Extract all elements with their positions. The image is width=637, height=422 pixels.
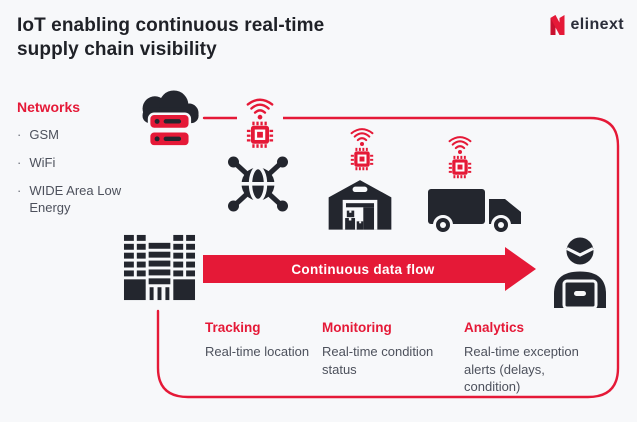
continuous-data-flow-arrow: Continuous data flow [203, 247, 536, 291]
arrow-body [203, 255, 505, 283]
city-buildings-icon [123, 234, 196, 301]
truck-icon [428, 189, 521, 235]
monitoring-body: Real-time condition status [322, 344, 434, 377]
list-item: · WIDE Area Low Energy [17, 183, 135, 217]
monitoring-heading: Monitoring [322, 320, 392, 335]
warehouse-icon [328, 180, 392, 230]
monitoring-column: Monitoring Real-time condition status [322, 320, 447, 378]
cloud-server-icon [142, 90, 199, 148]
iot-chip-wifi-icon [448, 136, 472, 179]
arrow-head-icon [505, 247, 536, 291]
networks-panel: Networks · GSM · WiFi · WIDE Area Low En… [17, 99, 135, 228]
bullet: · [17, 154, 22, 170]
page-title-line1: IoT enabling continuous real-time [17, 15, 325, 36]
tracking-column: Tracking Real-time location [205, 320, 310, 361]
bullet: · [17, 127, 22, 142]
person-laptop-icon [554, 237, 606, 308]
elinext-logo-mark-icon [550, 15, 564, 35]
network-item-wifi: WiFi [29, 154, 56, 170]
iot-chip-wifi-icon [237, 95, 283, 151]
brand-logo: elinext [549, 14, 625, 36]
brand-logo-text: elinext [570, 16, 624, 33]
networks-heading: Networks [17, 99, 81, 115]
analytics-column: Analytics Real-time exception alerts (de… [464, 320, 604, 396]
network-item-wide-area: WIDE Area Low Energy [29, 182, 122, 215]
list-item: · WiFi [17, 155, 135, 172]
globe-network-icon [228, 156, 288, 212]
network-item-gsm: GSM [29, 127, 59, 142]
page-title-line2: supply chain visibility [17, 39, 217, 61]
analytics-heading: Analytics [464, 320, 525, 335]
tracking-body: Real-time location [205, 344, 310, 359]
analytics-body: Real-time exception alerts (delays, cond… [464, 344, 579, 395]
arrow-label: Continuous data flow [291, 261, 435, 277]
bullet: · [17, 182, 22, 198]
page-title: IoT enabling continuous real-time supply… [17, 14, 377, 62]
list-item: · GSM [17, 127, 135, 144]
iot-chip-wifi-icon [350, 128, 374, 171]
tracking-heading: Tracking [205, 320, 261, 335]
